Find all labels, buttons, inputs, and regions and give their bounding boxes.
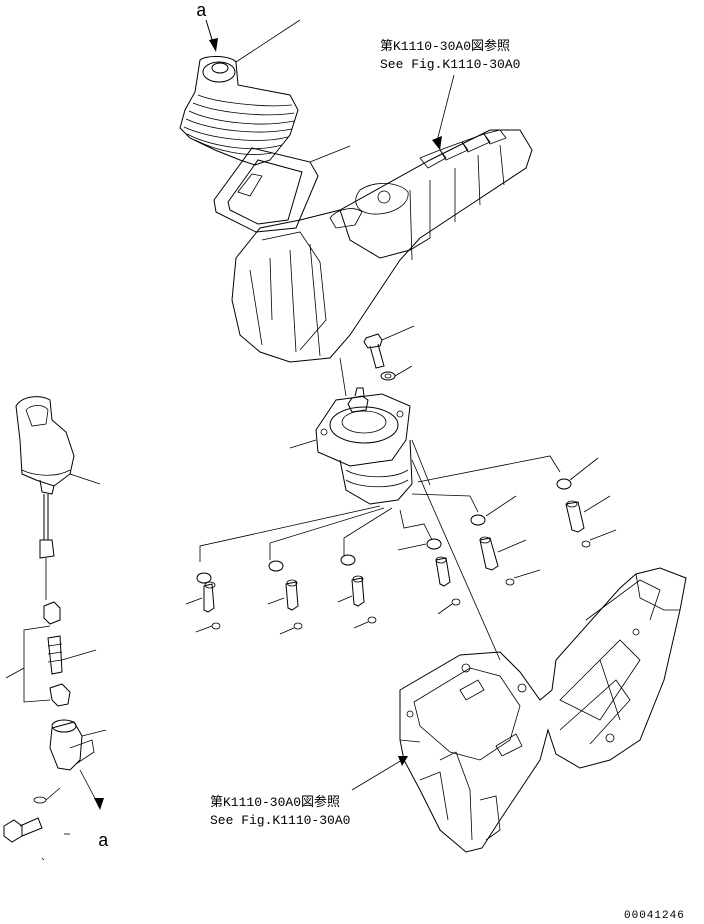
lever-knob [15,396,101,540]
ppc-valve [289,357,431,505]
drawing-number: 00041246 [624,910,685,922]
lever-shaft-parts [5,539,97,707]
ref-letter-top: a [196,2,207,22]
ref-bottom-en: See Fig.K1110-30A0 [210,813,350,828]
port-fitting-4 [397,538,461,615]
arrow-down-top [205,19,218,52]
ref-top-en: See Fig.K1110-30A0 [380,57,520,72]
bolt-washer [363,325,415,381]
port-fitting-1 [185,572,221,633]
port-fitting-5 [470,495,541,586]
ref-top-jp: 第K1110-30A0図参照 [380,38,510,54]
mounting-bracket [399,567,687,853]
leader-lines [199,455,561,661]
arrow-to-bracket [351,756,408,791]
console-cover [231,74,533,363]
lever-boot [179,19,301,166]
ref-bottom-jp: 第K1110-30A0図参照 [210,794,340,810]
ref-letter-bottom: a [98,832,109,852]
port-fitting-3 [337,554,377,629]
lever-base [3,719,107,861]
port-fitting-6 [556,457,617,548]
boot-frame [213,145,351,233]
port-fitting-2 [267,560,303,635]
